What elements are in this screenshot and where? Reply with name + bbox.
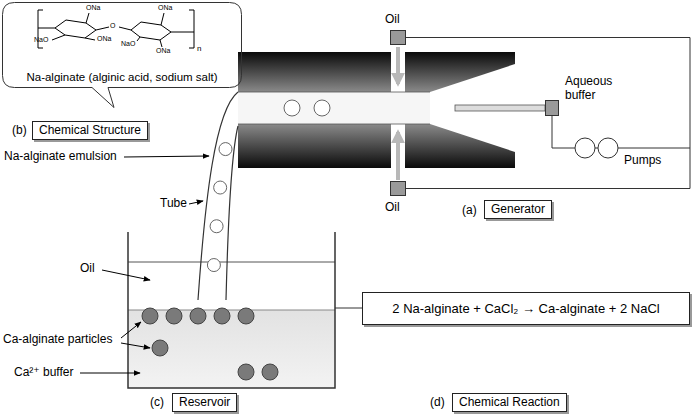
sugar-ring [131, 22, 171, 40]
node-text: Aqueous buffer [565, 74, 621, 102]
leader-line [121, 343, 150, 348]
droplet [214, 181, 227, 194]
bond [85, 38, 95, 40]
panel-label: Reservoir [172, 393, 237, 412]
bond [119, 27, 131, 30]
leader-line [102, 270, 150, 280]
tube-droplets [207, 143, 232, 272]
panel-label: Chemical Reaction [452, 393, 567, 412]
part-label: Oil [80, 262, 95, 276]
atom-label: ONa [158, 4, 172, 12]
interface-line [128, 310, 335, 311]
atom-label: O [110, 22, 115, 30]
generator-device [238, 47, 545, 180]
droplet [210, 220, 223, 233]
droplet [219, 143, 232, 156]
ca-alginate-particle [214, 308, 230, 324]
atom-label: NaO [121, 40, 135, 48]
oil-layer [128, 262, 335, 310]
pump-lines [552, 116, 690, 158]
pump-symbol [598, 138, 618, 158]
droplet [314, 100, 330, 116]
ca-alginate-particle [238, 364, 254, 380]
part-label: (b) [12, 124, 27, 138]
pipe-line [406, 38, 690, 189]
part-label: Pumps [624, 154, 661, 168]
bond [161, 13, 164, 25]
leader-line [189, 201, 203, 204]
reservoir-beaker [128, 232, 362, 388]
tube-wall [198, 92, 238, 300]
node-text: Chemical Structure [39, 123, 141, 138]
leader-line [80, 373, 140, 374]
bond [160, 40, 162, 47]
bond [171, 32, 194, 33]
sugar-ring [55, 20, 96, 38]
particles [142, 308, 278, 380]
panel-label: Chemical Structure [32, 121, 148, 140]
tube [198, 92, 238, 300]
supply-line [618, 148, 690, 149]
ca-alginate-particle [166, 308, 182, 324]
part-label: Ca²⁺ buffer [14, 366, 73, 380]
oil-reservoir-box: Oil [390, 30, 406, 45]
beaker-wall [128, 232, 335, 388]
node-text: Oil [385, 12, 400, 26]
reaction-link [335, 308, 362, 309]
atom-label: ONa [97, 35, 111, 43]
buffer-reservoir-box: Aqueous buffer [545, 100, 559, 116]
supply-line [552, 116, 575, 148]
node-text: Chemical Reaction [459, 395, 560, 410]
part-label: Na-alginate emulsion [4, 150, 117, 164]
bracket [189, 10, 194, 48]
oil-surface [128, 262, 335, 263]
atom-label: ONa [156, 47, 170, 55]
panel-label: Generator [484, 200, 552, 219]
node-text: Generator [491, 202, 545, 217]
bond [52, 35, 65, 40]
needle [455, 105, 545, 111]
leader-line [124, 156, 209, 157]
droplet [284, 100, 300, 116]
oil-reservoir-box: Oil [390, 181, 406, 196]
atom-label: ONa [86, 4, 100, 12]
node-text: 2 Na-alginate + CaCl₂ → Ca-alginate + 2 … [392, 301, 659, 316]
part-label: (c) [150, 396, 164, 410]
ca-alginate-particle [238, 308, 254, 324]
channel-wall [238, 92, 430, 93]
node-text: Na-alginate (alginic acid, sodium salt) [2, 71, 242, 83]
ca-alginate-particle [152, 340, 168, 356]
bond [38, 28, 55, 29]
leader-line [121, 322, 141, 338]
ca-alginate-particle [262, 364, 278, 380]
atom-label: n [197, 44, 201, 53]
reaction-equation-box: 2 Na-alginate + CaCl₂ → Ca-alginate + 2 … [362, 292, 690, 325]
bubble-outline [3, 3, 242, 108]
oil-flow-arrow [396, 47, 400, 84]
part-label: Tube [160, 197, 187, 211]
part-label: (a) [462, 204, 477, 218]
node-text: Oil [385, 200, 400, 214]
ca-alginate-particle [190, 308, 206, 324]
atom-label: NaO [34, 36, 48, 44]
channel-wall [238, 124, 430, 125]
pump-symbol [575, 138, 595, 158]
node-text: Reservoir [179, 395, 230, 410]
ca-alginate-particle [142, 308, 158, 324]
droplet [207, 259, 220, 272]
part-label: Ca-alginate particles [3, 333, 112, 347]
part-label: (d) [430, 396, 445, 410]
chemical-structure [38, 10, 194, 48]
bond [86, 13, 89, 23]
buffer-layer [128, 310, 335, 388]
oil-flow-arrow [396, 132, 400, 180]
bond [96, 27, 109, 30]
bond [137, 37, 140, 41]
